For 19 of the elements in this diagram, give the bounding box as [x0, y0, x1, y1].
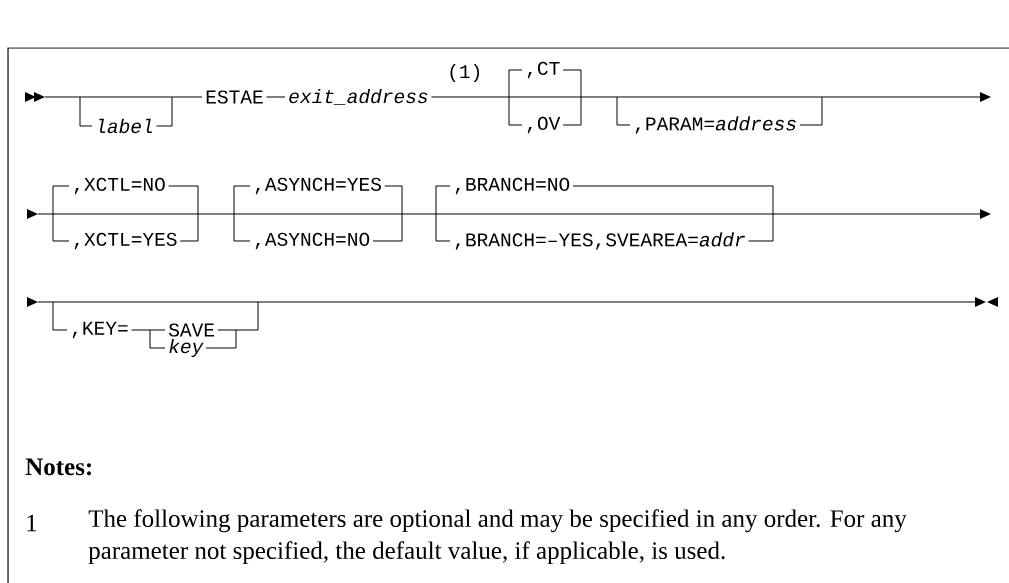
syntax-keyword: ,BRANCH=NO [455, 177, 570, 195]
syntax-keyword: ,XCTL=YES [74, 232, 177, 250]
syntax-keyword: ,ASYNCH=YES [255, 177, 381, 195]
syntax-variable: label [99, 118, 152, 134]
syntax-keyword: ,OV [527, 116, 561, 134]
syntax-keyword: SAVE [168, 323, 214, 337]
notes-heading: Notes: [25, 458, 91, 476]
syntax-keyword: ,CT [527, 61, 560, 79]
syntax-keyword: ,BRANCH=–YES,SVEAREA=addr [455, 232, 745, 250]
syntax-keyword: ESTAE [206, 90, 263, 104]
syntax-variable: exit_address [289, 88, 428, 106]
syntax-variable: key [169, 338, 204, 358]
syntax-keyword: ,KEY= [72, 321, 128, 339]
note-number: 1 [27, 514, 37, 532]
syntax-keyword: ,ASYNCH=NO [255, 232, 370, 250]
footnote-reference: (1) [450, 63, 480, 83]
syntax-keyword: ,XCTL=NO [74, 177, 165, 195]
note-text: The following parameters are optional and may be specified in any order. For any parameter not specified, the default value, if applicable, is used. [88, 509, 907, 565]
syntax-keyword: ,PARAM=address [635, 116, 796, 134]
